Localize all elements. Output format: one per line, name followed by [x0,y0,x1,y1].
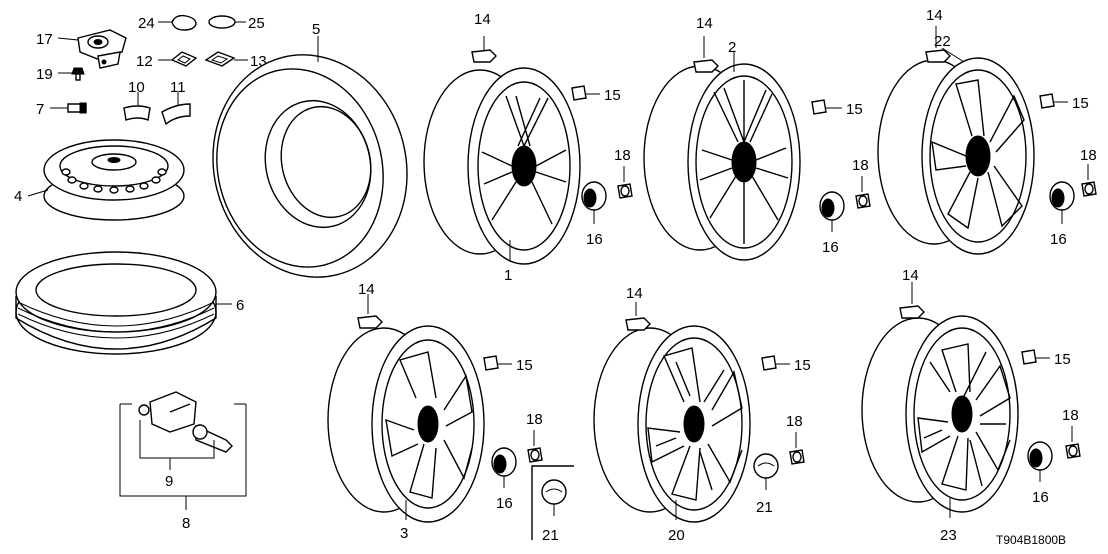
part-14-valve-w1 [471,49,497,63]
part-18-nut-w3 [527,447,543,463]
callout-16-w22: 16 [1050,231,1067,248]
part-4-spare-wheel [43,139,185,221]
callout-19: 19 [36,66,53,83]
callout-4: 4 [14,188,22,205]
callout-15-w3: 15 [516,357,533,374]
callout-15-w20: 15 [794,357,811,374]
callout-18-w3: 18 [526,411,543,428]
callout-23: 23 [940,527,957,544]
part-16-cap-w22 [1049,181,1075,211]
part-15-weight-w3 [483,355,499,371]
part-14-valve-w3 [357,315,383,329]
part-14-valve-w20 [625,317,651,331]
part-14-valve-w23 [899,305,925,319]
callout-3: 3 [400,525,408,542]
part-15-weight-w22 [1039,93,1055,109]
part-1-wheel [423,67,581,265]
part-6-spare-tire [15,251,217,355]
callout-14-w2: 14 [696,15,713,32]
part-16-cap-w3 [491,447,517,477]
callout-2: 2 [728,39,736,56]
callout-1: 1 [504,267,512,284]
callout-18-w22: 18 [1080,147,1097,164]
part-3-wheel [327,325,485,523]
part-18-nut-w1 [617,183,633,199]
callout-18-w1: 18 [614,147,631,164]
callout-15-w22: 15 [1072,95,1089,112]
part-23-wheel [861,315,1019,513]
part-10-weight [123,105,151,121]
part-18-nut-w22 [1081,181,1097,197]
part-2-wheel [643,63,801,261]
diagram-code: T904B1800B [996,533,1066,547]
part-12-gasket [170,51,198,67]
callout-17: 17 [36,31,53,48]
callout-15-w23: 15 [1054,351,1071,368]
part-18-nut-w23 [1065,443,1081,459]
callout-18-w2: 18 [852,157,869,174]
callout-14-w20: 14 [626,285,643,302]
callout-21-a: 21 [542,527,559,544]
callout-24: 24 [138,15,155,32]
part-5-tire [212,54,408,278]
callout-12: 12 [136,53,153,70]
part-17-bracket [77,29,127,69]
callout-20: 20 [668,527,685,544]
part-18-nut-w2 [855,193,871,209]
part-11-weight [161,103,191,126]
part-18-nut-w20 [789,449,805,465]
callout-21-b: 21 [756,499,773,516]
callout-10: 10 [128,79,145,96]
callout-15-w2: 15 [846,101,863,118]
callout-14-w3: 14 [358,281,375,298]
part-19-bolt [71,67,85,81]
callout-18-w20: 18 [786,413,803,430]
part-7-valve [67,102,87,114]
callout-5: 5 [312,21,320,38]
part-15-weight-w2 [811,99,827,115]
callout-16-w3: 16 [496,495,513,512]
part-15-weight-w1 [571,85,587,101]
callout-11: 11 [170,79,186,96]
part-13-gasket [204,51,236,67]
callout-14-w23: 14 [902,267,919,284]
part-21-emblem [541,479,567,505]
part-20-wheel [593,325,751,523]
callout-8: 8 [182,515,190,532]
callout-9: 9 [165,473,173,490]
callout-18-w23: 18 [1062,407,1079,424]
part-16-cap-w2 [819,191,845,221]
part-9-tpms-sensor [138,391,233,453]
callout-15-w1: 15 [604,87,621,104]
callout-25: 25 [248,15,265,32]
callout-14-w1: 14 [474,11,491,28]
callout-7: 7 [36,101,44,118]
callout-22: 22 [934,33,951,50]
part-16-cap-w1 [581,181,607,211]
part-16-cap-w23 [1027,441,1053,471]
callout-6: 6 [236,297,244,314]
part-21-emblem-w20 [753,453,779,479]
part-14-valve-w22 [925,49,951,63]
callout-16-w2: 16 [822,239,839,256]
part-25-oring [208,15,236,29]
part-15-weight-w23 [1021,349,1037,365]
part-15-weight-w20 [761,355,777,371]
part-24-seal [171,14,197,31]
part-14-valve-w2 [693,59,719,73]
callout-16-w23: 16 [1032,489,1049,506]
part-22-wheel [877,57,1035,255]
callout-14-w22: 14 [926,7,943,24]
callout-16-w1: 16 [586,231,603,248]
